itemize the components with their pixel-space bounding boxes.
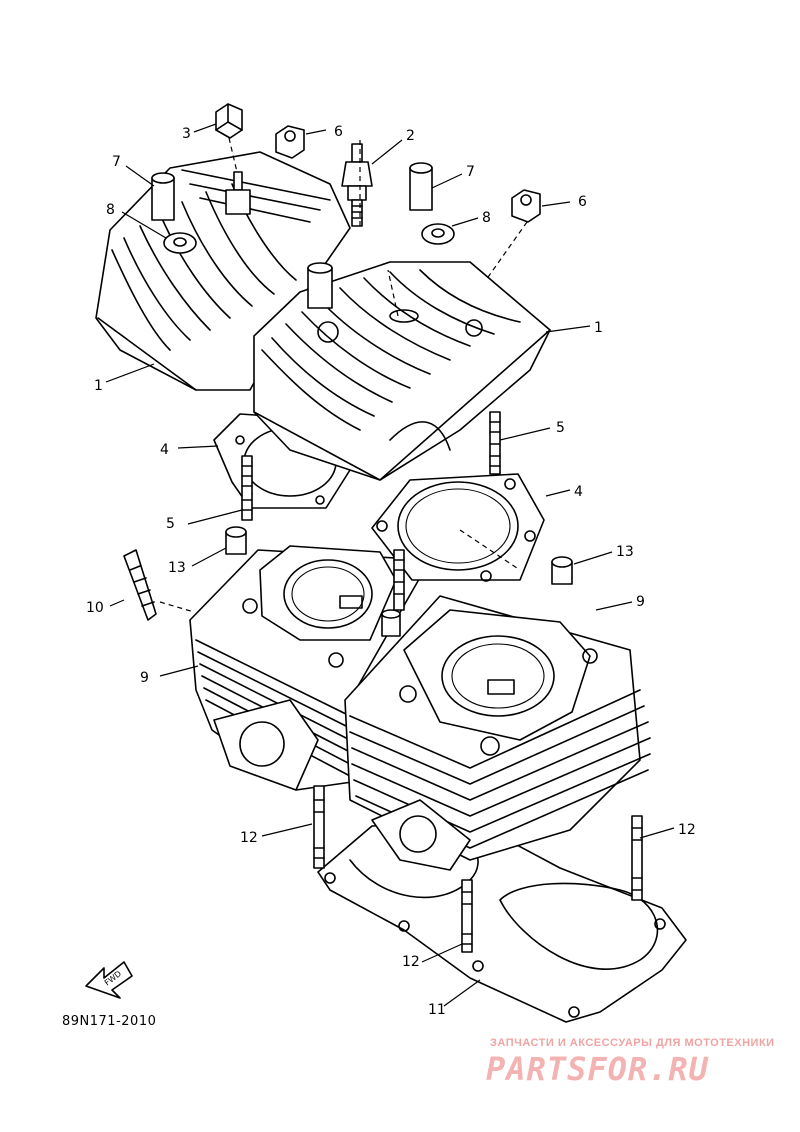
collar-left: [151, 172, 175, 221]
watermark-tagline: ЗАПЧАСТИ И АКСЕССУАРЫ ДЛЯ МОТОТЕХНИКИ: [490, 1037, 775, 1049]
callout-1-right: 1: [594, 320, 603, 336]
nut-upper: [275, 125, 305, 159]
callout-5-right: 5: [556, 420, 565, 436]
stud-left: [241, 455, 253, 521]
cylinder-head-right: [253, 261, 551, 481]
callout-12-right: 12: [678, 822, 696, 838]
dowel-right: [551, 556, 573, 585]
callout-11: 11: [428, 1002, 446, 1018]
head-gasket-right: [371, 473, 545, 582]
washer-right: [421, 223, 455, 245]
callout-8-right: 8: [482, 210, 491, 226]
callout-4-left: 4: [160, 442, 169, 458]
part-code: 89N171-2010: [62, 1014, 157, 1029]
callout-8-left: 8: [106, 202, 115, 218]
stud-center: [393, 549, 405, 611]
spark-plug-installed: [225, 171, 251, 215]
callout-7-right: 7: [466, 164, 475, 180]
dowel-left: [225, 526, 247, 555]
collar-right: [409, 162, 433, 211]
callout-12-center: 12: [402, 954, 420, 970]
fwd-arrow-icon: FWD: [85, 961, 133, 999]
callout-1-left: 1: [94, 378, 103, 394]
callout-6-right: 6: [578, 194, 587, 210]
collar-head: [307, 262, 333, 309]
callout-3: 3: [182, 126, 191, 142]
callout-9-right: 9: [636, 594, 645, 610]
callout-10: 10: [86, 600, 104, 616]
callout-6-top: 6: [334, 124, 343, 140]
base-stud-center: [461, 879, 473, 953]
spark-plug-cap: [215, 103, 243, 139]
base-stud-right: [631, 815, 643, 901]
stopper: [123, 549, 157, 621]
cylinder-block-right: [344, 595, 651, 871]
base-stud-left: [313, 785, 325, 869]
nut-right: [511, 189, 541, 223]
callout-5-left: 5: [166, 516, 175, 532]
spark-plug: [341, 143, 373, 227]
callout-9-left: 9: [140, 670, 149, 686]
washer-left: [163, 232, 197, 254]
callout-13-right: 13: [616, 544, 634, 560]
callout-2: 2: [406, 128, 415, 144]
callout-7-left: 7: [112, 154, 121, 170]
watermark-logo: PARTSFOR.RU: [486, 1050, 709, 1088]
callout-4-right: 4: [574, 484, 583, 500]
callout-13-left: 13: [168, 560, 186, 576]
dowel-center: [381, 609, 401, 637]
callout-12-left: 12: [240, 830, 258, 846]
stud-right: [489, 411, 501, 475]
